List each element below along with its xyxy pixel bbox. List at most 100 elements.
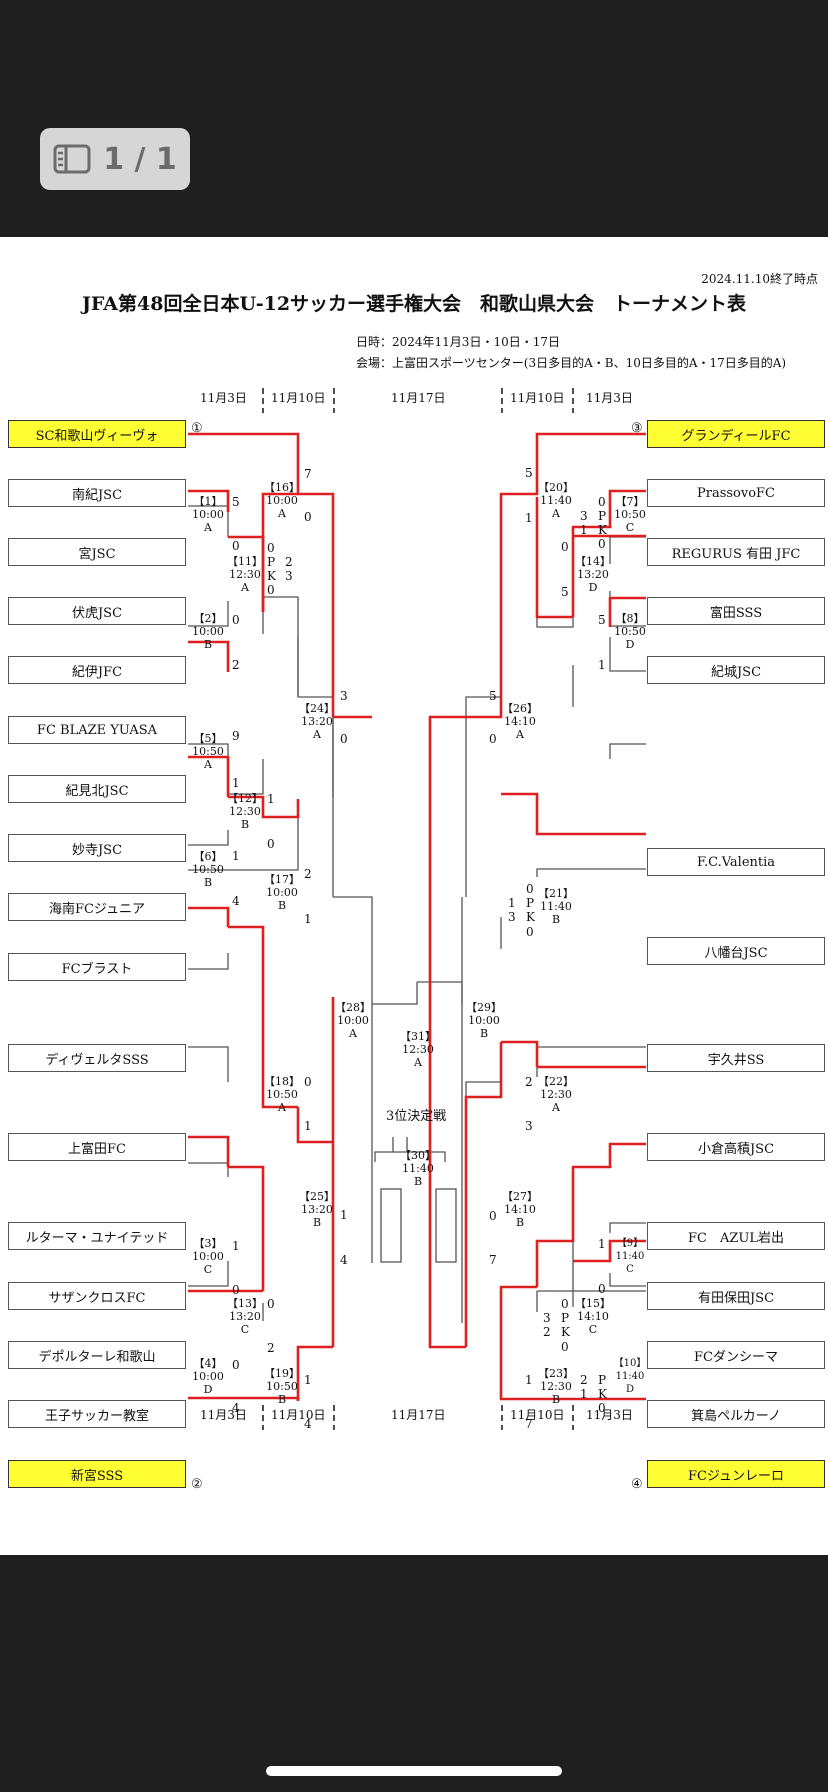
score-value: 12:30 bbox=[229, 805, 261, 818]
score-value: 【29】 bbox=[466, 1001, 502, 1014]
score-value: 3 bbox=[543, 1311, 551, 1325]
score-value: B bbox=[277, 899, 287, 912]
score-value: 0 bbox=[598, 537, 606, 551]
score-value: 5 bbox=[598, 613, 606, 627]
score-value: 2 bbox=[232, 658, 240, 672]
score-value: 1 bbox=[598, 658, 606, 672]
team-box: FCジュンレーロ bbox=[647, 1460, 825, 1488]
score-value: 1 bbox=[580, 1387, 588, 1401]
team-box: 紀城JSC bbox=[647, 656, 825, 684]
score-value: 13:20 bbox=[301, 1203, 333, 1216]
score-value: 【30】 bbox=[400, 1149, 436, 1162]
score-value: 10:00 bbox=[266, 886, 298, 899]
page-indicator[interactable]: 1 / 1 bbox=[40, 128, 190, 190]
score-value: 1 bbox=[267, 792, 275, 806]
date-label: 11月17日 bbox=[391, 391, 446, 405]
score-value: 4 bbox=[232, 1401, 240, 1415]
schedule-text: 日時：2024年11月3日・10日・17日 bbox=[356, 335, 560, 349]
score-value: 5 bbox=[232, 495, 240, 509]
score-value: 【7】 bbox=[615, 495, 645, 508]
score-value: 1 bbox=[232, 1239, 240, 1253]
score-value: 【9】 bbox=[616, 1238, 644, 1249]
score-value: 10:00 bbox=[192, 508, 224, 521]
team-box: REGURUS 有田 JFC bbox=[647, 538, 825, 566]
score-value: D bbox=[588, 581, 598, 594]
score-value: P bbox=[526, 896, 535, 910]
score-value: 11:40 bbox=[540, 900, 572, 913]
score-value: C bbox=[626, 1264, 634, 1275]
team-box: サザンクロスFC bbox=[8, 1282, 186, 1310]
score-value: 2 bbox=[267, 1341, 275, 1355]
team-box: 妙寺JSC bbox=[8, 834, 186, 862]
date-label: 11月10日 bbox=[510, 1408, 565, 1422]
score-value: B bbox=[240, 818, 250, 831]
team-box: 南紀JSC bbox=[8, 479, 186, 507]
score-value: 0 bbox=[232, 613, 240, 627]
score-value: B bbox=[551, 1393, 561, 1406]
score-value: 【5】 bbox=[193, 732, 223, 745]
score-value: 3 bbox=[340, 689, 348, 703]
score-value: 10:50 bbox=[192, 863, 224, 876]
team-box: 富田SSS bbox=[647, 597, 825, 625]
score-value: 0 bbox=[267, 1297, 275, 1311]
score-value: A bbox=[552, 507, 560, 520]
date-label: 11月3日 bbox=[586, 391, 633, 405]
score-value: 11:40 bbox=[615, 1251, 645, 1262]
score-value: 12:30 bbox=[540, 1088, 572, 1101]
date-label: 11月3日 bbox=[200, 1408, 247, 1422]
score-value: 1 bbox=[508, 896, 516, 910]
score-value: 10:00 bbox=[266, 494, 298, 507]
score-value: 【15】 bbox=[575, 1297, 611, 1310]
score-value: D bbox=[625, 1384, 635, 1395]
score-value: 【3】 bbox=[193, 1237, 223, 1250]
score-value: 【17】 bbox=[264, 873, 300, 886]
score-value: K bbox=[526, 910, 535, 924]
score-value: 0 bbox=[232, 1283, 240, 1297]
score-value: 10:00 bbox=[192, 1250, 224, 1263]
score-value: 14:10 bbox=[504, 715, 536, 728]
score-value: 10:50 bbox=[266, 1380, 298, 1393]
score-value: 0 bbox=[489, 732, 497, 746]
score-value: A bbox=[278, 507, 286, 520]
score-value: 11:40 bbox=[402, 1162, 434, 1175]
score-value: 3 bbox=[525, 1119, 533, 1133]
score-value: 4 bbox=[340, 1253, 348, 1267]
score-value: 【19】 bbox=[264, 1367, 300, 1380]
score-value: K bbox=[561, 1325, 570, 1339]
score-value: P bbox=[561, 1311, 570, 1325]
score-value: 10:00 bbox=[192, 1370, 224, 1383]
score-value: 11:40 bbox=[615, 1371, 645, 1382]
score-value: 10:00 bbox=[468, 1014, 500, 1027]
team-box: 上富田FC bbox=[8, 1133, 186, 1161]
score-value: 5 bbox=[525, 466, 533, 480]
score-value: P bbox=[598, 1373, 607, 1387]
score-value: 【4】 bbox=[193, 1357, 223, 1370]
team-box: グランディールFC bbox=[647, 420, 825, 448]
score-value: 13:20 bbox=[577, 568, 609, 581]
score-value: 5 bbox=[489, 689, 497, 703]
score-value: 2 bbox=[543, 1325, 551, 1339]
score-value: 0 bbox=[489, 1209, 497, 1223]
score-value: 【2】 bbox=[193, 612, 223, 625]
score-value: 3 bbox=[580, 509, 588, 523]
score-value: 1 bbox=[232, 849, 240, 863]
score-value: 12:30 bbox=[402, 1043, 434, 1056]
score-value: 【18】 bbox=[264, 1075, 300, 1088]
team-box: SC和歌山ヴィーヴォ bbox=[8, 420, 186, 448]
date-label: 11月10日 bbox=[510, 391, 565, 405]
score-value: 【1】 bbox=[193, 495, 223, 508]
page-title: JFA第48回全日本U-12サッカー選手権大会 和歌山県大会 トーナメント表 bbox=[81, 293, 747, 315]
tournament-sheet: 2024.11.10終了時点 JFA第48回全日本U-12サッカー選手権大会 和… bbox=[0, 237, 828, 1555]
home-indicator[interactable] bbox=[266, 1766, 562, 1776]
